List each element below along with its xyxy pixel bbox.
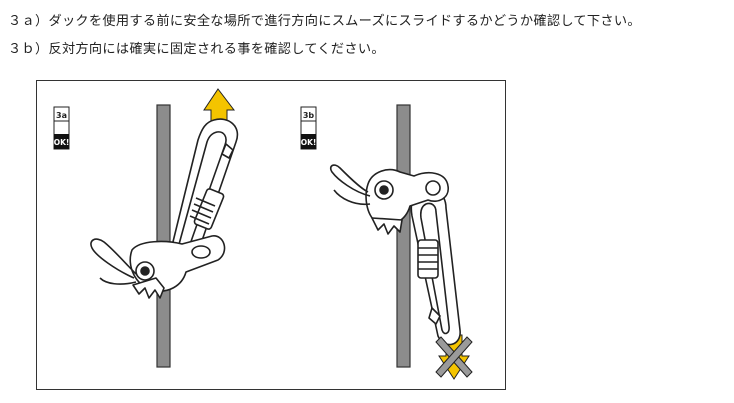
tag-3b-ok: OK! [301, 138, 317, 147]
tag-3b: 3b OK! [300, 106, 317, 150]
rope-3b [396, 104, 411, 368]
carabiner-3b [410, 188, 461, 346]
blocked-cross-icon [435, 336, 473, 378]
tag-3b-label: 3b [303, 111, 315, 120]
rope-3a [156, 104, 171, 368]
rope-clamp-3a [90, 235, 226, 299]
rope-clamp-3b [329, 164, 449, 235]
instruction-figure: 3a OK! [36, 80, 506, 390]
carabiner-3a [169, 118, 239, 270]
tag-3a: 3a OK! [53, 106, 70, 150]
panel-3a: 3a OK! [53, 88, 239, 368]
instruction-3a: ３ａ）ダックを使用する前に安全な場所で進行方向にスムーズにスライドするかどうか確… [8, 14, 641, 29]
instruction-3b: ３ｂ）反対方向には確実に固定される事を確認してください。 [8, 42, 385, 57]
tag-3a-ok: OK! [54, 138, 70, 147]
tag-3a-label: 3a [56, 111, 67, 120]
panel-3b: 3b OK! [300, 104, 473, 380]
